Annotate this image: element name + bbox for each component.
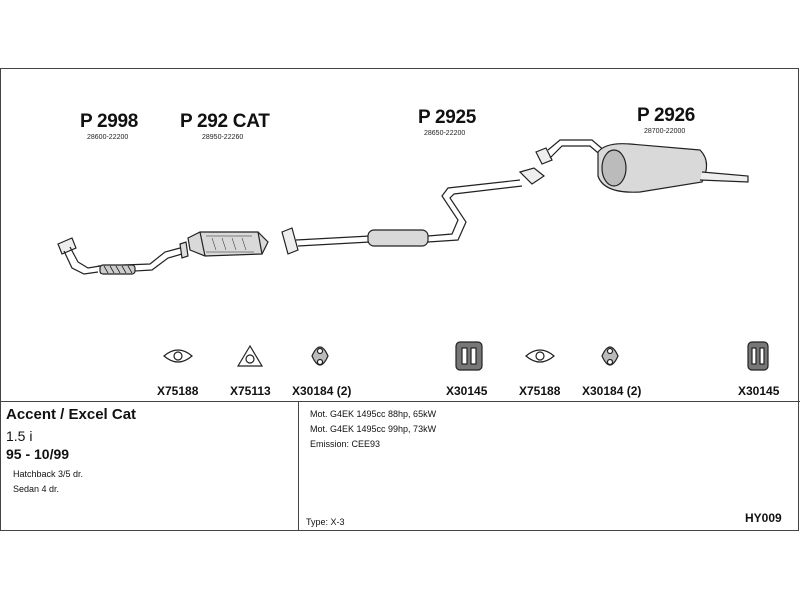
fitting-code[interactable]: X75188 [157, 384, 199, 398]
divider-horizontal [0, 401, 800, 402]
divider-vertical [298, 401, 299, 531]
gasket-icon[interactable] [163, 349, 193, 363]
catalyst-part[interactable] [187, 231, 269, 257]
rubber-hanger-icon[interactable] [311, 346, 329, 366]
fitting-code[interactable]: X30184 (2) [292, 384, 352, 398]
part-ref-catalyst: 28950-22260 [202, 134, 244, 141]
front-pipe-part[interactable] [57, 237, 189, 275]
body-type: Hatchback 3/5 dr. [13, 469, 84, 479]
gasket-icon[interactable] [525, 349, 555, 363]
vehicle-years: 95 - 10/99 [6, 446, 70, 462]
rubber-hanger-icon[interactable] [601, 346, 619, 366]
type-label: Type: X-3 [306, 517, 345, 527]
center-pipe-part[interactable] [281, 167, 546, 255]
vehicle-engine: 1.5 i [6, 428, 33, 444]
diagram-frame [0, 68, 799, 531]
fitting-code[interactable]: X75113 [230, 384, 271, 398]
part-ref-front-pipe: 28600-22200 [87, 134, 129, 141]
part-number-center-pipe[interactable]: P 2925 [418, 107, 477, 128]
part-ref-rear-silencer: 28700-22000 [644, 128, 686, 135]
fitting-code[interactable]: X30184 (2) [582, 384, 642, 398]
exhaust-system-diagram [57, 139, 769, 371]
catalog-code: HY009 [745, 511, 782, 525]
vehicle-model: Accent / Excel Cat [6, 406, 137, 423]
rear-silencer-part[interactable] [535, 139, 749, 193]
part-number-rear-silencer[interactable]: P 2926 [637, 105, 696, 126]
part-number-front-pipe[interactable]: P 2998 [80, 111, 139, 132]
rubber-mount-icon[interactable] [455, 341, 483, 371]
fitting-code[interactable]: X30145 [738, 384, 780, 398]
part-ref-center-pipe: 28650-22200 [424, 130, 466, 137]
part-number-catalyst[interactable]: P 292 CAT [180, 111, 270, 132]
triangle-gasket-icon[interactable] [236, 344, 264, 367]
fitting-code[interactable]: X30145 [446, 384, 488, 398]
body-type: Sedan 4 dr. [13, 484, 60, 494]
engine-spec: Mot. G4EK 1495cc 99hp, 73kW [310, 424, 437, 434]
emission-spec: Emission: CEE93 [310, 439, 381, 449]
fitting-code[interactable]: X75188 [519, 384, 561, 398]
engine-spec: Mot. G4EK 1495cc 88hp, 65kW [310, 409, 437, 419]
rubber-mount-icon[interactable] [747, 341, 769, 371]
